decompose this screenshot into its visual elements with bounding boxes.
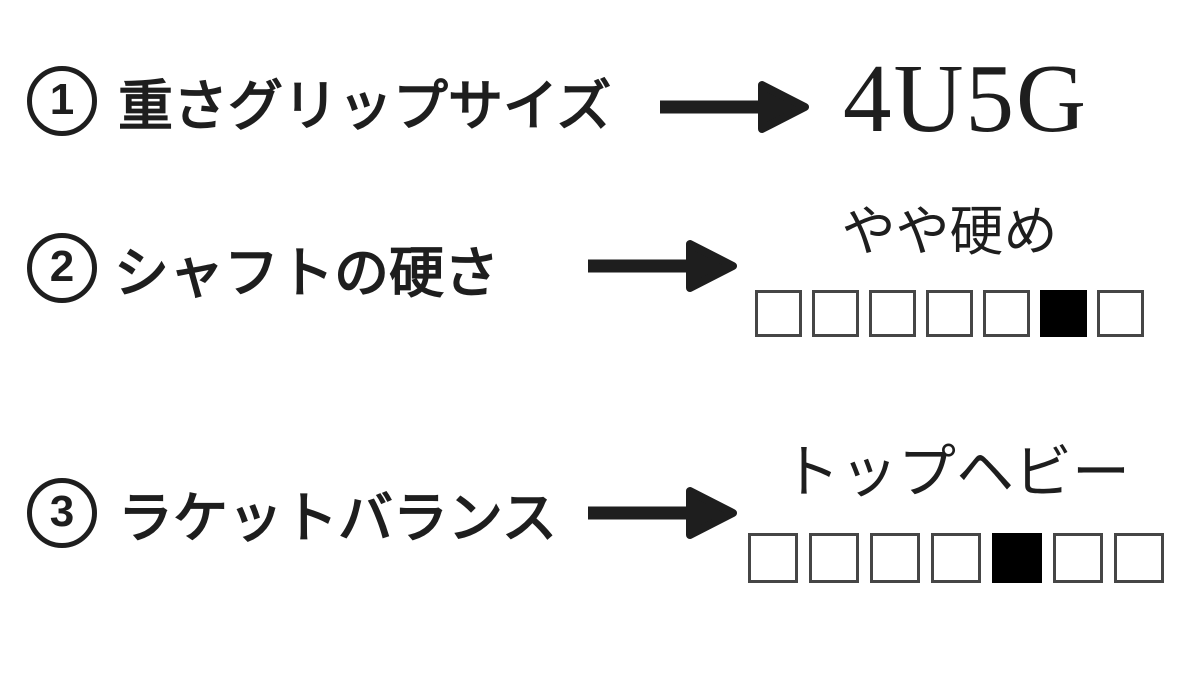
spec-label-weight-grip: 重さグリップサイズ <box>118 75 612 137</box>
scale-square <box>983 290 1030 337</box>
right-arrow-icon <box>588 240 737 292</box>
scale-square <box>1053 533 1103 583</box>
circled-number-3-digit: 3 <box>49 487 75 536</box>
spec-value-racket-balance: トップヘビー <box>781 440 1130 505</box>
scale-square <box>748 533 798 583</box>
scale-square <box>1097 290 1144 337</box>
spec-value-shaft-stiffness: やや硬め <box>841 202 1058 262</box>
rating-scale-shaft-stiffness <box>755 290 1144 337</box>
scale-square <box>812 290 859 337</box>
circled-number-3: 3 <box>27 478 97 548</box>
scale-square <box>870 533 920 583</box>
circled-number-1: 1 <box>27 66 97 136</box>
scale-square <box>1114 533 1164 583</box>
scale-square <box>755 290 802 337</box>
rating-scale-racket-balance <box>748 533 1164 583</box>
spec-label-racket-balance: ラケットバランス <box>118 487 557 549</box>
circled-number-2-digit: 2 <box>49 242 75 291</box>
scale-square <box>931 533 981 583</box>
spec-value-weight-grip: 4U5G <box>843 44 1089 152</box>
right-arrow-icon <box>588 487 737 539</box>
scale-square-filled <box>992 533 1042 583</box>
scale-square <box>926 290 973 337</box>
circled-number-1-digit: 1 <box>49 75 75 124</box>
circled-number-2: 2 <box>27 233 97 303</box>
spec-label-shaft-stiffness: シャフトの硬さ <box>114 242 500 304</box>
right-arrow-icon <box>660 81 809 133</box>
scale-square <box>809 533 859 583</box>
scale-square <box>869 290 916 337</box>
scale-square-filled <box>1040 290 1087 337</box>
